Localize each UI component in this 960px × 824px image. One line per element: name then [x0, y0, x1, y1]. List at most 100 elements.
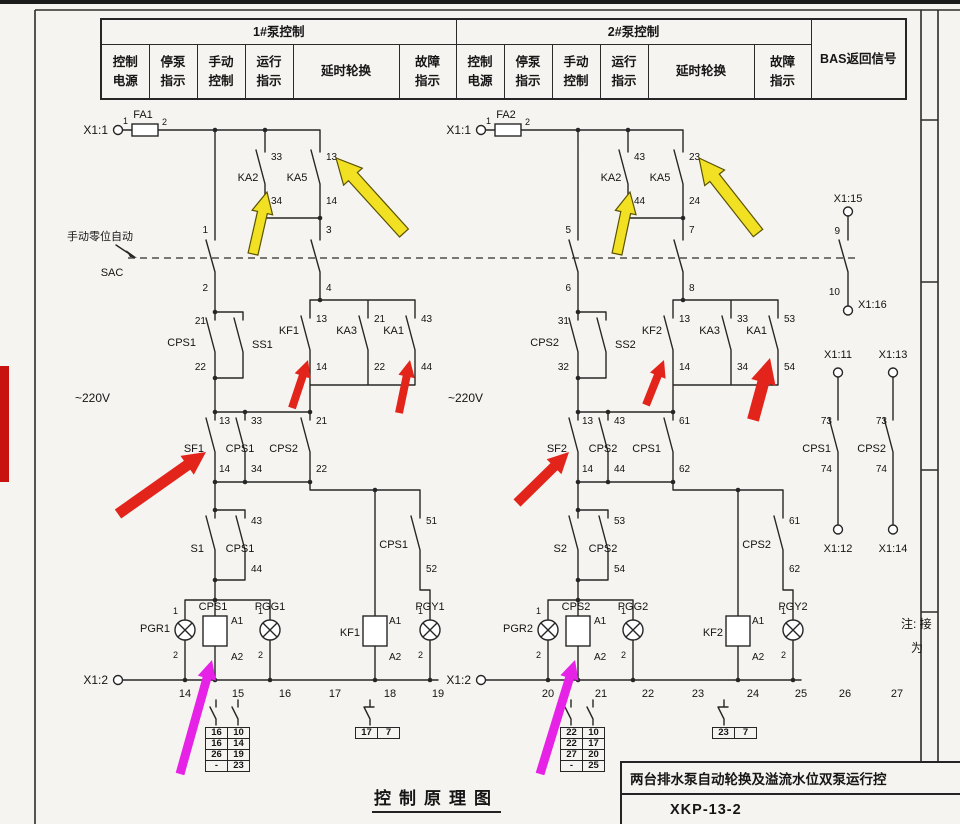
- cross-ref-cell: 26: [205, 749, 228, 761]
- label-cps1-44: 44: [251, 564, 263, 575]
- p1-col-fault-indication: 故障 指示: [398, 44, 457, 100]
- cross-ref-cell: 20: [582, 749, 605, 761]
- cross-ref-cell: 7: [734, 727, 757, 739]
- label-ka3-34: 34: [737, 362, 749, 373]
- red-arrow-ka1-pump2: [747, 358, 776, 422]
- label-cps1-33: 33: [251, 416, 263, 427]
- p1-col-delay-rotation: 延时轮换: [292, 44, 400, 100]
- label-manual-zero-auto: 手动零位自动: [67, 229, 133, 243]
- label-cps2-43: 43: [614, 416, 626, 427]
- label-cps2-62: 62: [789, 564, 801, 575]
- p1-col-stop-indication: 停泵 指示: [148, 44, 198, 100]
- label-x1-2-p2: X1:2: [446, 673, 471, 687]
- label-cps1-a2: A2: [231, 652, 244, 663]
- label-ka5-p2: KA5: [650, 172, 671, 184]
- title-block: 两台排水泵自动轮换及溢流水位双泵运行控 XKP-13-2: [620, 761, 960, 824]
- label-cps1-a: CPS1: [167, 337, 196, 349]
- cross-ref-cell: 23: [712, 727, 735, 739]
- terminal-x1-12: [832, 524, 844, 535]
- label-sf2-13: 13: [582, 416, 594, 427]
- cross-ref-cell: 7: [377, 727, 400, 739]
- terminal-x1-15: [842, 206, 854, 217]
- label-fa2-1: 1: [486, 116, 491, 126]
- fuse-symbol: [131, 123, 159, 137]
- label-cps2-coil: CPS2: [562, 601, 591, 613]
- label-cps2-a: CPS2: [269, 443, 298, 455]
- label-v220-p2: ~220V: [448, 391, 483, 405]
- label-cps1-34: 34: [251, 464, 263, 475]
- label-pgr2: PGR2: [503, 623, 533, 635]
- label-wn26: 26: [839, 688, 851, 700]
- annotation-arrows: [114, 156, 776, 776]
- label-cps1-62: 62: [679, 464, 691, 475]
- cross-ref-cell: 23: [227, 760, 250, 772]
- manual-label-pointer-head: [126, 250, 137, 258]
- label-sf1-14: 14: [219, 464, 231, 475]
- label-pgy2-1: 1: [781, 606, 786, 616]
- label-cps2-21: 21: [316, 416, 328, 427]
- label-pgy2: PGY2: [778, 601, 807, 613]
- label-cps2-a1: A1: [594, 616, 607, 627]
- label-cps2-a2: A2: [594, 652, 607, 663]
- label-kf1-a2: A2: [389, 652, 402, 663]
- label-pgg2-1: 1: [621, 606, 626, 616]
- label-ka1-c: KA1: [383, 325, 404, 337]
- label-pgy2-2: 2: [781, 650, 786, 660]
- label-kf2-c: KF2: [642, 325, 662, 337]
- label-kf1-13: 13: [316, 314, 328, 325]
- label-wn17: 17: [329, 688, 341, 700]
- left-red-marker-bar: [0, 366, 9, 482]
- terminal-x1-14: [887, 524, 899, 535]
- cross-ref-cell: 10: [582, 727, 605, 739]
- label-x1-1-p2: X1:1: [446, 123, 471, 137]
- label-x1-14: X1:14: [879, 543, 908, 555]
- label-ka3-21: 21: [374, 314, 386, 325]
- label-cps2-61: 61: [789, 516, 801, 527]
- label-ka5-14: 14: [326, 196, 338, 207]
- label-x1-12: X1:12: [824, 543, 853, 555]
- label-kf2-coil: KF2: [703, 627, 723, 639]
- p1-col-run-indication: 运行 指示: [244, 44, 294, 100]
- p1-col-manual-control: 手动 控制: [196, 44, 246, 100]
- label-pgy1-2: 2: [418, 650, 423, 660]
- label-sf1: SF1: [184, 443, 204, 455]
- label-ka1-c2: KA1: [746, 325, 767, 337]
- cross-ref-cell: 22: [560, 727, 583, 739]
- red-arrow-kf1: [288, 360, 311, 410]
- note-line-2: 为: [911, 641, 924, 655]
- label-sf1-13: 13: [219, 416, 231, 427]
- label-cps1-61: 61: [679, 416, 691, 427]
- p2-col-manual-control: 手动 控制: [551, 44, 601, 100]
- cross-ref-cell: 17: [355, 727, 378, 739]
- label-ka2-33: 33: [271, 152, 283, 163]
- label-cps2-32: 32: [558, 362, 570, 373]
- pump1-circuit: [112, 123, 441, 686]
- bas-return-circuit: [828, 206, 899, 535]
- label-kf2-14: 14: [679, 362, 691, 373]
- label-ka2-43: 43: [634, 152, 646, 163]
- label-fa1-2: 2: [162, 117, 167, 127]
- label-r74a: 74: [821, 464, 833, 475]
- label-w5: 5: [565, 225, 571, 236]
- cross-ref-symbols: [209, 699, 729, 726]
- label-wn18: 18: [384, 688, 396, 700]
- label-x1-13: X1:13: [879, 349, 908, 361]
- label-ka1-44: 44: [421, 362, 433, 373]
- label-ka3-33: 33: [737, 314, 749, 325]
- p2-col-run-indication: 运行 指示: [599, 44, 649, 100]
- notes-text: 注: 接 为: [901, 612, 960, 660]
- label-fa1: FA1: [133, 109, 153, 121]
- label-cps1-b: CPS1: [226, 443, 255, 455]
- label-ka3-22: 22: [374, 362, 386, 373]
- label-ka2-44: 44: [634, 196, 646, 207]
- label-cps1-e: CPS1: [632, 443, 661, 455]
- label-w2: 2: [202, 283, 208, 294]
- label-wn21: 21: [595, 688, 607, 700]
- signal-header-table: 1#泵控制 2#泵控制 BAS返回信号 控制 电源 停泵 指示 手动 控制 运行…: [100, 18, 907, 100]
- cross-ref-cell: 16: [205, 738, 228, 750]
